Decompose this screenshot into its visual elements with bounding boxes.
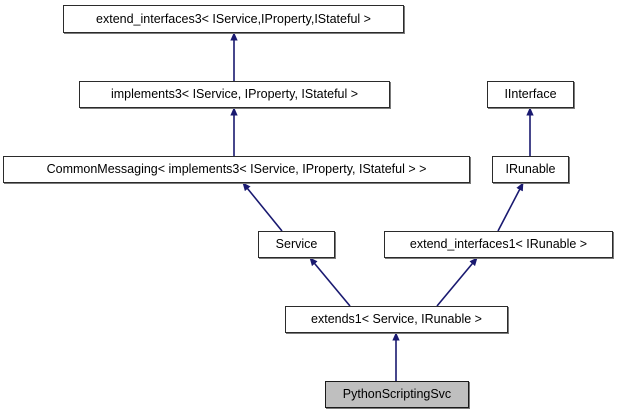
class-node-label-service: Service [275,237,318,252]
class-node-iinterface[interactable]: IInterface [487,81,574,108]
inheritance-edge-extends1-to-extend_interfaces1 [436,257,478,307]
inheritance-edge-extends1-to-service [309,257,351,307]
class-node-label-python_scripting_svc: PythonScriptingSvc [342,387,452,402]
class-node-python_scripting_svc[interactable]: PythonScriptingSvc [325,381,469,408]
class-node-label-irunable: IRunable [505,162,556,177]
class-node-extend_interfaces1[interactable]: extend_interfaces1< IRunable > [384,231,613,258]
class-node-label-extend_interfaces3: extend_interfaces3< IService,IProperty,I… [96,11,371,26]
class-node-irunable[interactable]: IRunable [492,156,569,183]
class-node-label-extend_interfaces1: extend_interfaces1< IRunable > [409,237,588,252]
class-node-service[interactable]: Service [258,231,335,258]
class-node-extends1[interactable]: extends1< Service, IRunable > [285,306,508,333]
class-node-implements3[interactable]: implements3< IService, IProperty, IState… [79,81,390,108]
class-node-extend_interfaces3[interactable]: extend_interfaces3< IService,IProperty,I… [63,5,404,33]
inheritance-edge-service-to-common_messaging [242,182,283,232]
class-node-label-common_messaging: CommonMessaging< implements3< IService, … [46,162,427,177]
class-node-common_messaging[interactable]: CommonMessaging< implements3< IService, … [3,156,470,183]
inheritance-edge-extend_interfaces1-to-irunable [497,182,524,232]
class-node-label-iinterface: IInterface [504,87,557,102]
class-node-label-implements3: implements3< IService, IProperty, IState… [110,87,359,102]
class-node-label-extends1: extends1< Service, IRunable > [311,312,482,327]
